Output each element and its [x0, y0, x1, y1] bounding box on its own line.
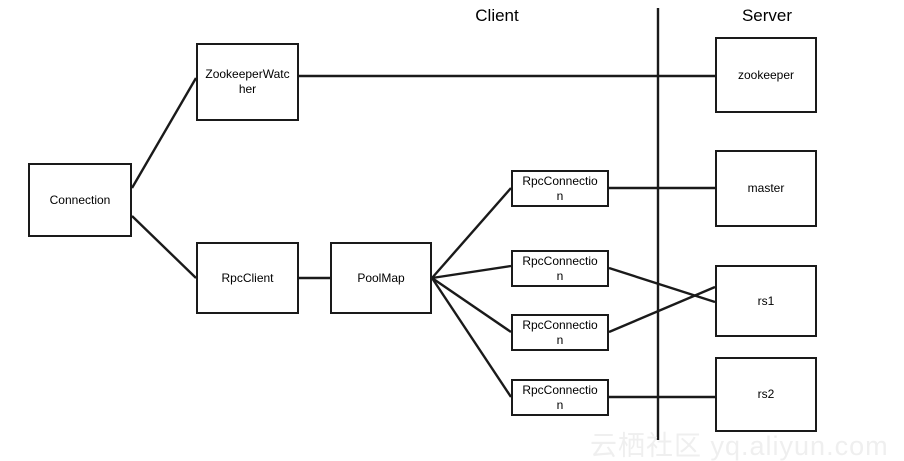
node-label-poolmap: PoolMap: [357, 270, 405, 285]
node-label-connection: Connection: [49, 192, 111, 207]
edge-rpcconn3-rs1: [608, 285, 716, 334]
edge-connection-rpcclient: [131, 215, 197, 279]
node-zookeeper[interactable]: zookeeper: [715, 37, 817, 113]
node-zookeeperwatcher[interactable]: ZookeeperWatcher: [196, 43, 299, 121]
node-label-zookeeperwatcher: ZookeeperWatcher: [205, 67, 290, 96]
node-rpcconn1[interactable]: RpcConnection: [511, 170, 609, 207]
node-label-master: master: [747, 181, 785, 195]
node-label-rpcconn1: RpcConnection: [522, 173, 598, 203]
node-rs1[interactable]: rs1: [715, 265, 817, 337]
node-rpcconn3[interactable]: RpcConnection: [511, 314, 609, 351]
node-connection[interactable]: Connection: [28, 163, 132, 237]
watermark-text: 云栖社区 yq.aliyun.com: [590, 431, 889, 461]
node-label-rs1: rs1: [757, 293, 775, 308]
node-master[interactable]: master: [715, 150, 817, 227]
edge-poolmap-rpcconn2: [431, 264, 512, 280]
edge-poolmap-rpcconn3: [431, 277, 512, 333]
node-rpcconn4[interactable]: RpcConnection: [511, 379, 609, 416]
node-label-rpcconn2: RpcConnection: [522, 253, 598, 283]
node-rpcclient[interactable]: RpcClient: [196, 242, 299, 314]
section-title-client: Client: [475, 6, 519, 25]
node-rpcconn2[interactable]: RpcConnection: [511, 250, 609, 287]
node-label-rpcclient: RpcClient: [221, 270, 274, 285]
node-rs2[interactable]: rs2: [715, 357, 817, 432]
edge-poolmap-rpcconn1: [431, 187, 512, 279]
section-title-server: Server: [741, 6, 793, 25]
node-label-zookeeper: zookeeper: [737, 67, 795, 82]
node-label-rpcconn3: RpcConnection: [522, 317, 598, 347]
edge-poolmap-rpcconn4: [431, 277, 512, 398]
edge-connection-zookeeperwatcher: [130, 77, 198, 189]
node-label-rs2: rs2: [757, 387, 775, 401]
node-label-rpcconn4: RpcConnection: [522, 382, 598, 412]
edge-rpcconn2-rs1: [608, 266, 716, 304]
node-poolmap[interactable]: PoolMap: [330, 242, 432, 314]
